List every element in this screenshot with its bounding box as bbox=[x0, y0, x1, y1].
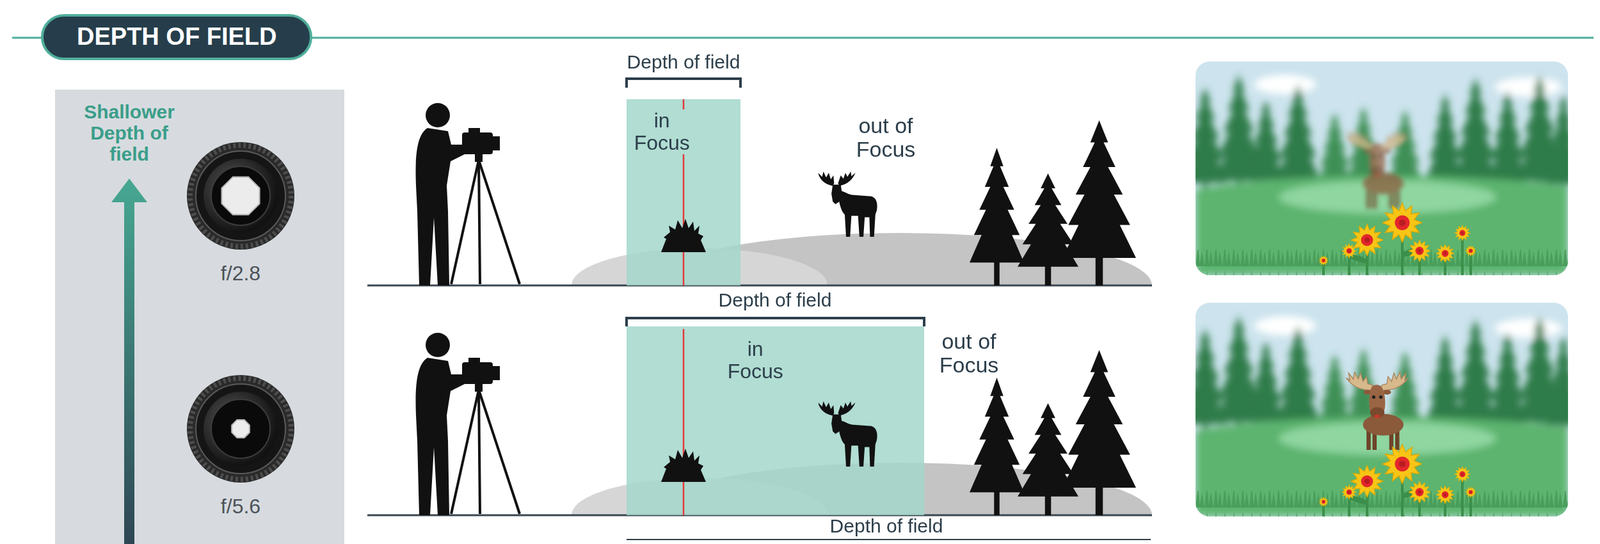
depth-brackets bbox=[626, 78, 1151, 540]
panel-heading: Shallower Depth of field bbox=[78, 101, 181, 165]
f-stop-label: f/5.6 bbox=[185, 495, 296, 518]
focus-label: out of Focus bbox=[925, 329, 1013, 378]
dof-label: Depth of field bbox=[830, 515, 944, 537]
deep-dof-photo bbox=[1182, 302, 1583, 517]
focus-label: out of Focus bbox=[842, 113, 930, 162]
aperture-panel: f/2.8 f/5.6 Shallower Depth of field bbox=[55, 89, 345, 544]
dof-label: Depth of field bbox=[718, 289, 832, 311]
shallow-dof-photo bbox=[1182, 61, 1583, 276]
scene-silhouettes bbox=[416, 328, 1136, 516]
focus-zone: in Focus bbox=[626, 99, 741, 286]
focus-zone: in Focus bbox=[626, 326, 925, 516]
lens-graphic bbox=[185, 373, 296, 484]
focus-label: in Focus bbox=[629, 109, 695, 155]
title-text: DEPTH OF FIELD bbox=[76, 23, 277, 51]
scene-silhouettes bbox=[416, 99, 1136, 286]
focus-label: in Focus bbox=[722, 337, 788, 383]
lens-icon: f/2.8 bbox=[185, 140, 301, 285]
direction-arrow bbox=[55, 89, 345, 544]
lens-graphic bbox=[185, 140, 296, 251]
title-pill: DEPTH OF FIELD bbox=[40, 14, 313, 61]
focus-zone-fills bbox=[626, 99, 925, 516]
f-stop-label: f/2.8 bbox=[185, 262, 296, 285]
dof-label: Depth of field bbox=[627, 51, 741, 73]
lens-icon: f/5.6 bbox=[185, 373, 301, 518]
focus-zone-fill bbox=[626, 326, 925, 516]
